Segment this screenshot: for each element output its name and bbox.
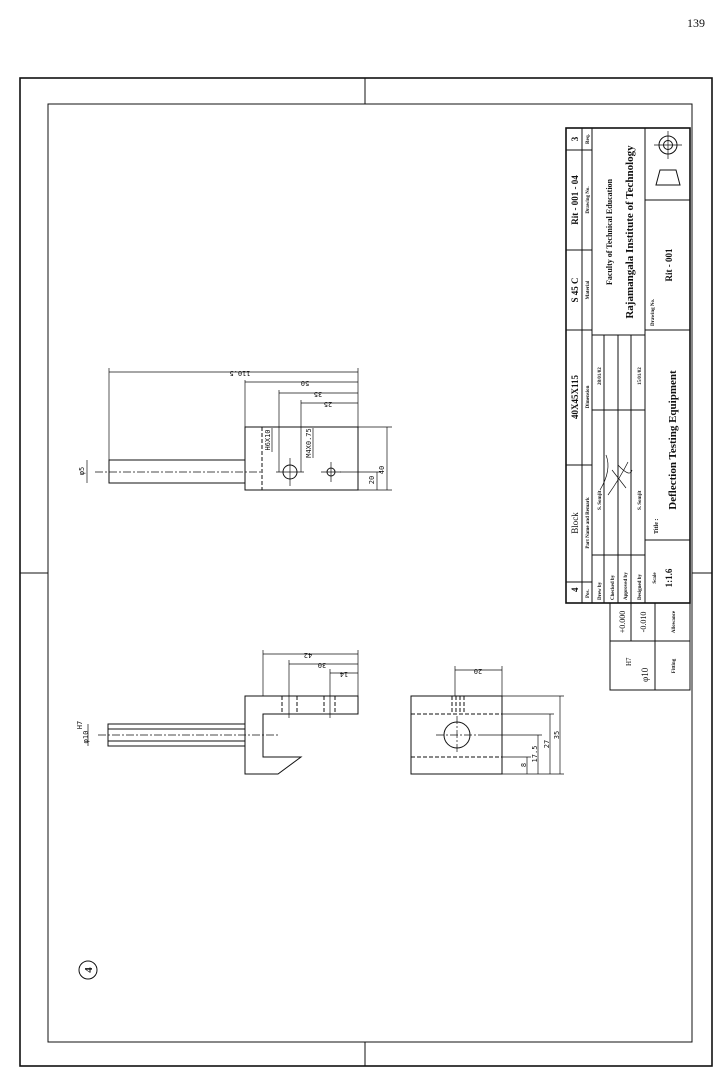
dim-rod-diameter: φ10: [82, 731, 90, 744]
fit-grade: H7: [625, 657, 633, 666]
drew-by-label: Drew by: [598, 581, 603, 600]
sheet-marker: 4: [78, 960, 98, 980]
title-label: Title :: [654, 519, 660, 534]
faculty-name: Faculty of Technical Education: [605, 178, 614, 285]
block-outline: [244, 695, 359, 775]
approved-by-label: Approved by: [624, 572, 629, 600]
lower-deviation: -0.010: [639, 612, 648, 633]
checked-by-label: Checked by: [611, 574, 616, 600]
scale-label: Scale: [653, 572, 658, 584]
main-drawing-no-value: Rit - 001: [664, 248, 674, 281]
upper-deviation: +0.000: [618, 611, 627, 634]
dim-35: 35: [314, 390, 322, 398]
side-view: 42 30 14 φ10 H7: [76, 650, 359, 775]
allowance-label: Allowance: [672, 610, 677, 633]
designed-by-name: S. Somjit: [638, 490, 643, 510]
dimension-value: 40X45X115: [570, 375, 580, 420]
dim-17-5: 17.5: [531, 746, 539, 763]
dim-42: 42: [304, 651, 312, 659]
institute-name: Rajamangala Institute of Technology: [624, 145, 636, 319]
svg-text:4: 4: [83, 967, 95, 973]
dim-27: 27: [543, 740, 551, 748]
dim-14: 14: [340, 670, 348, 678]
signature: [599, 454, 633, 496]
pos-value: 4: [570, 587, 580, 592]
main-drawing-no-label: Drawing No.: [651, 298, 656, 326]
dim-rod-diameter: φ5: [78, 467, 86, 475]
drawing-title: Deflection Testing Equipment: [667, 370, 679, 510]
outer-frame: [19, 77, 713, 1067]
top-view: 110.5 50 35 25 40 20 φ5 H6X10 M4X0.75: [78, 368, 392, 491]
designed-by-date: 15/01/02: [638, 367, 643, 385]
dim-50: 50: [301, 379, 309, 387]
dim-20: 20: [474, 667, 482, 675]
scale-value: 1:1.6: [664, 568, 674, 587]
end-view: 20 35 27 17.5 8: [410, 666, 564, 775]
dim-8: 8: [520, 763, 528, 767]
part-value: Block: [570, 512, 580, 534]
fit-size: φ10: [640, 667, 650, 682]
fitting-table: +0.000 -0.010 φ10 H7 Allowance Fitting: [609, 602, 691, 691]
block-outline: [244, 426, 359, 491]
drawing-no-value: Rit - 001 - 04: [570, 175, 580, 225]
drew-by-name: S. Somjit: [598, 490, 603, 510]
page-number: 139: [687, 16, 705, 30]
title-block: 4 Pos. Block Part Name and Remark 40X45X…: [565, 127, 691, 604]
drew-by-date: 28/01/02: [598, 367, 603, 385]
pos-label: Pos.: [586, 589, 591, 599]
projection-symbol-icon: [654, 131, 682, 186]
inner-frame: [47, 103, 693, 1043]
material-label: Material: [586, 280, 591, 299]
designed-by-label: Designed by: [638, 574, 643, 600]
material-value: S 45 C: [570, 277, 580, 302]
dim-25: 25: [324, 400, 332, 408]
dim-rod-fit: H7: [76, 721, 84, 729]
rod-outline: [108, 459, 246, 484]
dim-35: 35: [553, 731, 561, 739]
thread-callout-2: M4X0.75: [305, 428, 313, 458]
drawing-no-label: Drawing No.: [586, 186, 591, 214]
req-label: Req.: [586, 133, 591, 144]
dim-20: 20: [368, 476, 376, 484]
thread-callout-1: H6X10: [264, 429, 272, 450]
part-label: Part Name and Remark: [586, 497, 591, 548]
dim-30: 30: [318, 661, 326, 669]
dim-110-5: 110.5: [229, 369, 250, 377]
fitting-label: Fitting: [672, 658, 677, 673]
dim-40: 40: [378, 466, 386, 474]
req-value: 3: [570, 136, 580, 141]
dimension-label: Dimension: [586, 385, 591, 408]
